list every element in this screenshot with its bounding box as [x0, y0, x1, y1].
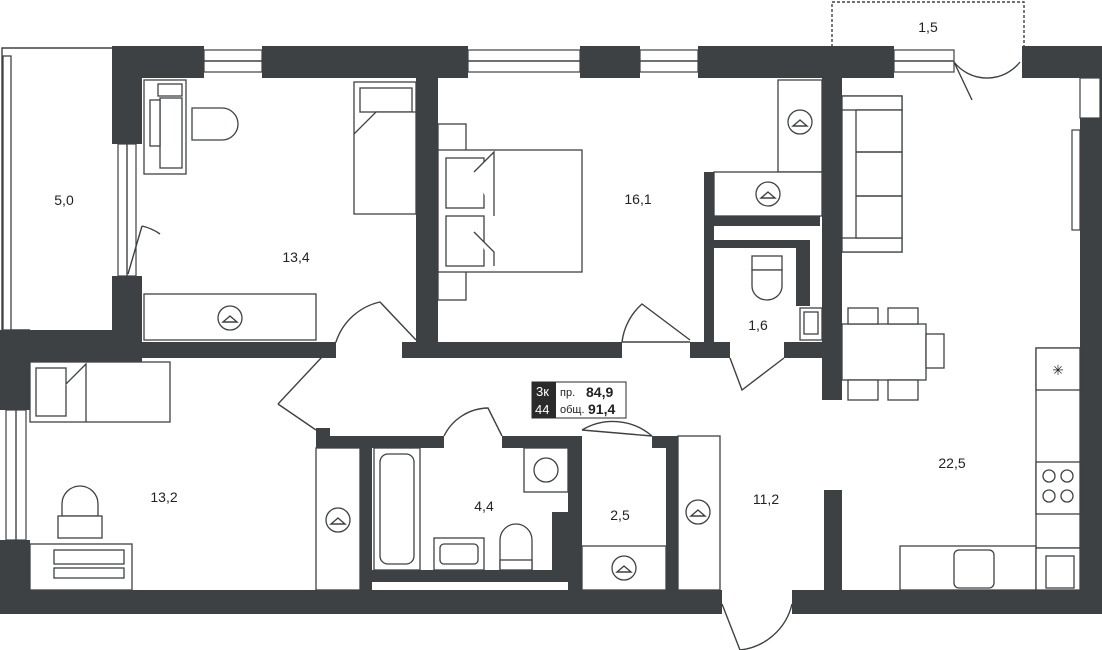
fan-icon: ✳: [1052, 362, 1064, 378]
badge-living-value: 84,9: [586, 384, 613, 400]
svg-text:✳: ✳: [1052, 362, 1064, 378]
room-area-bedroom-2: 16,1: [624, 191, 651, 207]
room-area-hallway: 11,2: [753, 491, 779, 507]
walls: [0, 46, 1102, 614]
badge-number: 44: [535, 402, 549, 417]
room-area-storage: 2,5: [610, 507, 630, 523]
hanger-icon: [611, 555, 637, 581]
apartment-badge: 3к 44 пр. 84,9 общ. 91,4: [531, 381, 627, 419]
badge-total-value: 91,4: [588, 401, 615, 417]
room-area-balcony-left: 5,0: [54, 192, 74, 208]
hanger-icons: ✳: [217, 109, 1064, 581]
room-area-wc: 1,6: [748, 317, 768, 333]
badge-living-label: пр.: [560, 387, 575, 399]
hanger-icon: [325, 507, 351, 533]
room-area-balcony-top: 1,5: [918, 19, 938, 35]
balcony-left-outline: [1, 47, 112, 331]
badge-rooms-code: 3к: [536, 384, 549, 399]
balcony-top-outline: [831, 1, 1025, 47]
hanger-icon: [787, 109, 813, 135]
hanger-icon: [755, 181, 781, 207]
furniture: [29, 79, 1081, 591]
badge-total-label: общ.: [560, 404, 585, 416]
room-area-bedroom-1: 13,4: [282, 249, 309, 265]
room-area-kitchen-living: 22,5: [938, 455, 965, 471]
room-area-bedroom-3: 13,2: [150, 489, 177, 505]
windows: [5, 49, 1101, 541]
room-area-bathroom: 4,4: [474, 498, 494, 514]
doors: [127, 61, 1021, 650]
hanger-icon: [685, 499, 711, 525]
room-labels: 5,0 13,4 16,1 1,5 1,6 13,2 4,4 2,5 11,2 …: [54, 19, 966, 523]
hanger-icon: [217, 305, 243, 331]
